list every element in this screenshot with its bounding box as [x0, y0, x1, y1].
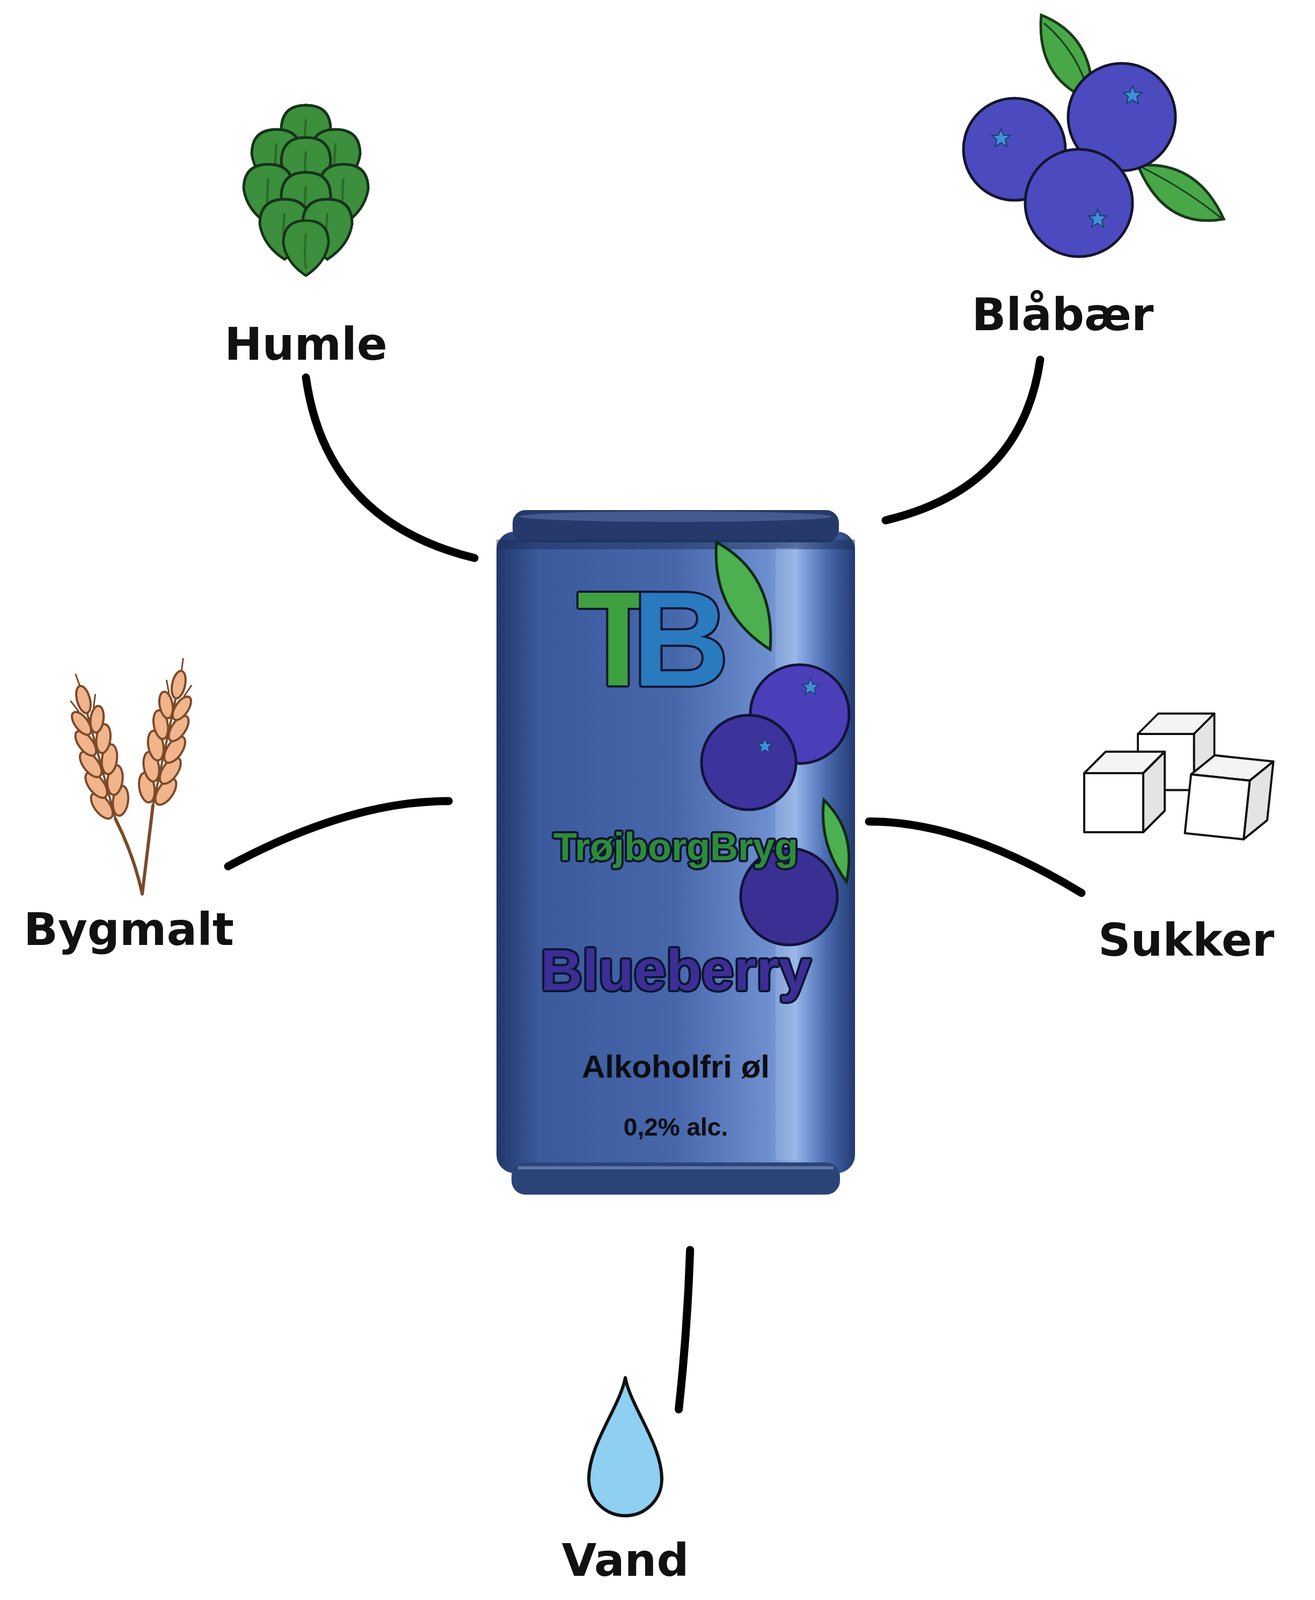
ingredient-label-box: Bygmalt	[16, 657, 242, 956]
beer-can: TB TrøjborgBrygBlueberryAlkoholfri øl 0,2%…	[496, 509, 856, 1195]
can-illustration-part	[496, 539, 856, 550]
blueberry-icon-part	[1137, 164, 1224, 221]
can-illustration-part	[757, 738, 772, 753]
ingredient-label: Vand	[561, 1535, 689, 1585]
blueberry-icon-part	[1088, 209, 1107, 228]
connector-line	[228, 800, 449, 867]
barley-icon-part	[54, 653, 206, 894]
can-illustration-part	[520, 510, 832, 522]
barley-icon-part	[54, 667, 137, 825]
alcohol-content: 0,2% alc.	[623, 1113, 728, 1140]
can-illustration-part	[716, 542, 771, 650]
can-illustration-part	[511, 1162, 840, 1195]
sugar-icon	[1078, 711, 1289, 867]
can-illustration-part	[701, 714, 796, 810]
ingredient-label: Humle	[224, 319, 387, 369]
barley-icon	[50, 657, 213, 897]
ingredient-label: Blåbær	[971, 289, 1154, 340]
water-drop-icon	[582, 1374, 669, 1525]
product-name: Blueberry	[540, 939, 812, 1000]
ingredient-label-box: Vand	[554, 1371, 696, 1592]
ingredient-label: Bygmalt	[23, 904, 235, 954]
sugar-icon-part	[1185, 753, 1274, 842]
blueberry-icon-part	[1025, 149, 1133, 257]
connector-line	[868, 821, 1082, 893]
ingredient-label-box: Humle	[214, 101, 398, 371]
sugar-icon-part	[1084, 751, 1165, 832]
can-illustration-part	[517, 1165, 834, 1170]
can-illustration-part	[802, 678, 820, 695]
hop-icon	[225, 103, 387, 281]
can-illustration-part	[822, 799, 849, 882]
water-drop-icon-part	[588, 1377, 662, 1516]
hop-icon-part	[283, 220, 329, 276]
blueberry-icon-part	[1123, 85, 1142, 104]
can-illustration-part	[496, 531, 856, 1173]
connector-line	[678, 1249, 691, 1409]
connector-line	[885, 359, 1041, 521]
barley-icon-part	[130, 653, 207, 810]
can-illustration-part	[512, 509, 839, 543]
blueberry-icon-part	[991, 128, 1011, 147]
connector-line	[305, 377, 475, 558]
ingredient-label-box: Blåbær	[912, 2, 1214, 355]
brand-logo: TB	[576, 568, 703, 711]
barley-icon-part	[115, 805, 153, 894]
ingredient-label-box: Sukker	[1073, 708, 1299, 967]
blueberry-icon-part	[1143, 167, 1222, 218]
can-illustration-part	[750, 664, 850, 764]
ingredient-label: Sukker	[1098, 915, 1275, 965]
brand-name: TrøjborgBryg	[553, 826, 799, 868]
blueberry-icon	[960, 4, 1227, 262]
product-type: Alkoholfri øl	[581, 1049, 770, 1084]
